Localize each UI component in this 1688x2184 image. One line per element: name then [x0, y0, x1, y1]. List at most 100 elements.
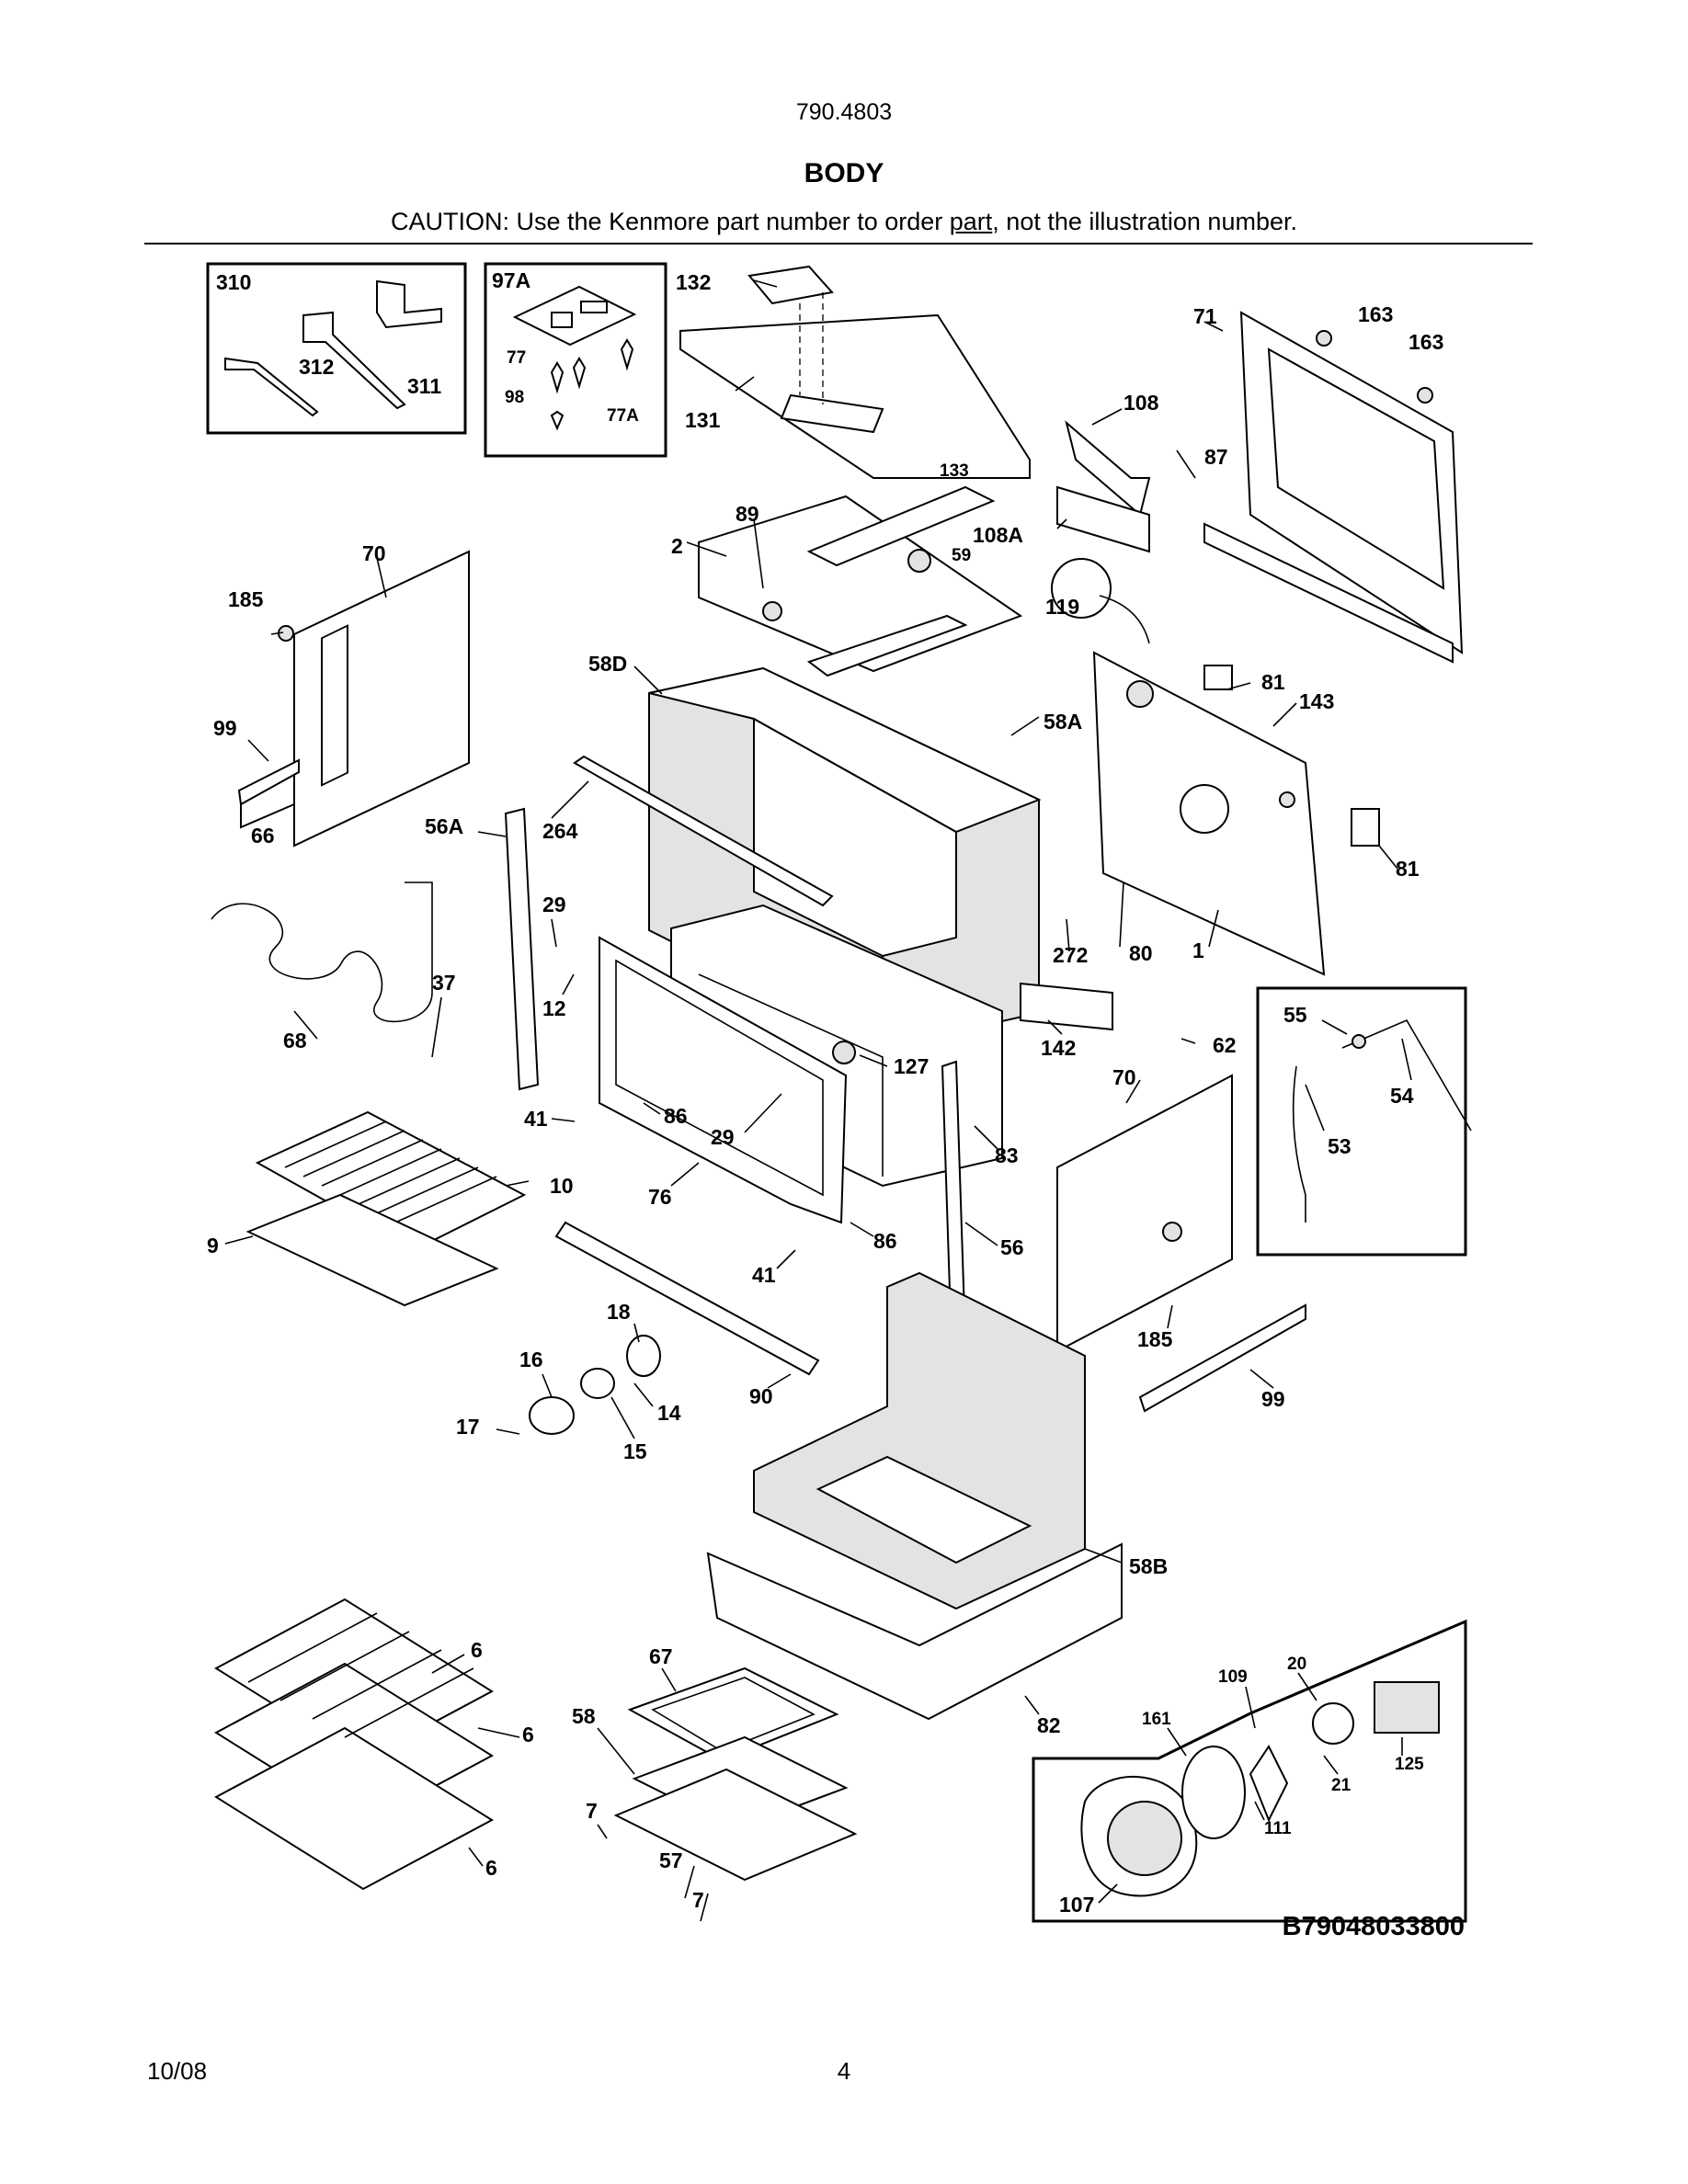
callout-77: 77: [507, 348, 526, 368]
callout-71: 71: [1193, 304, 1217, 328]
part-90-front-trim: [554, 1221, 820, 1376]
callout-99-right: 99: [1261, 1387, 1285, 1411]
callout-68: 68: [283, 1029, 307, 1052]
callout-56: 56: [1000, 1235, 1024, 1259]
leader-lines: [224, 279, 1412, 1922]
callout-6-middle: 6: [522, 1723, 534, 1746]
part-56A-left-rail: [504, 807, 540, 1091]
callout-142: 142: [1041, 1036, 1076, 1060]
part-67-hidden-bake-element: [627, 1666, 839, 1762]
callout-18: 18: [607, 1300, 631, 1324]
callout-312: 312: [299, 355, 334, 379]
callout-86-bottom: 86: [873, 1229, 897, 1253]
callout-108: 108: [1123, 391, 1159, 415]
callout-66: 66: [251, 824, 275, 847]
callout-81-bottom: 81: [1396, 857, 1420, 881]
callout-2: 2: [671, 534, 683, 558]
callout-264: 264: [542, 819, 578, 843]
callout-132: 132: [676, 270, 711, 294]
callout-89: 89: [736, 502, 759, 526]
callout-108A: 108A: [973, 523, 1023, 547]
part-264-door-trim: [573, 755, 834, 907]
part-142-trim-strip: [1020, 982, 1113, 1031]
part-6-oven-racks: [214, 1598, 494, 1891]
callout-70-left: 70: [362, 541, 386, 565]
callout-76: 76: [648, 1185, 672, 1209]
callout-131: 131: [685, 408, 721, 432]
callout-125: 125: [1395, 1755, 1424, 1774]
part-1-rear-frame: [1092, 651, 1380, 976]
callout-99-left: 99: [213, 716, 237, 740]
callout-10: 10: [550, 1174, 574, 1198]
callout-311: 311: [407, 374, 441, 398]
callout-6-bottom: 6: [485, 1856, 497, 1880]
callout-67: 67: [649, 1644, 673, 1668]
callout-107: 107: [1059, 1893, 1094, 1917]
part-light-assembly: [529, 1335, 661, 1435]
callout-41-bottom: 41: [752, 1263, 776, 1287]
callout-58B: 58B: [1129, 1554, 1168, 1578]
callout-59: 59: [952, 546, 971, 565]
callout-133: 133: [940, 461, 969, 481]
diagram-code: B79048033800: [1282, 1912, 1465, 1941]
callout-87: 87: [1204, 445, 1228, 469]
callout-17: 17: [456, 1415, 480, 1439]
callout-62: 62: [1213, 1033, 1237, 1057]
callout-12: 12: [542, 996, 566, 1020]
callout-185-left: 185: [228, 587, 264, 611]
part-82-bottom-tray: [706, 1542, 1123, 1721]
part-97A-control-board: [512, 285, 637, 431]
section-title: BODY: [804, 158, 884, 188]
caution-prefix: CAUTION: Use the Kenmore part number to …: [391, 208, 950, 235]
callout-272: 272: [1053, 943, 1088, 967]
part-70-right-side-panel: [1056, 1074, 1233, 1353]
callout-7-bottom: 7: [692, 1888, 704, 1912]
inset-box-sensor: [1256, 986, 1467, 1257]
callout-86-top: 86: [664, 1104, 688, 1128]
callout-82: 82: [1037, 1713, 1061, 1737]
callout-56A: 56A: [425, 814, 463, 838]
callout-7-top: 7: [586, 1799, 598, 1823]
part-sensor-assembly: [1292, 1018, 1472, 1223]
callout-119: 119: [1045, 595, 1079, 619]
part-9-broil-pan: [245, 1193, 499, 1307]
callout-53: 53: [1328, 1134, 1352, 1158]
callout-57: 57: [659, 1848, 683, 1872]
part-2-upper-panel: [698, 485, 1150, 677]
callout-163-right: 163: [1409, 330, 1443, 354]
part-58B-bottom-insulation: [753, 1271, 1086, 1610]
callout-29-top: 29: [542, 893, 566, 916]
callout-16: 16: [519, 1348, 543, 1371]
part-108-hinge-assembly: [1056, 420, 1151, 553]
header-divider: [144, 243, 1533, 245]
part-70-left-side-panel: [240, 550, 470, 847]
callout-111: 111: [1264, 1819, 1292, 1838]
callout-310: 310: [216, 270, 251, 294]
inset-circle-119: [1051, 558, 1112, 619]
callout-20: 20: [1287, 1655, 1306, 1674]
callout-29-bottom: 29: [711, 1125, 735, 1149]
callout-143: 143: [1299, 689, 1334, 713]
part-71-back-panel: [1203, 311, 1464, 664]
callout-6-top: 6: [471, 1638, 483, 1662]
model-number: 790.4803: [795, 99, 893, 125]
callout-58: 58: [572, 1704, 596, 1728]
callout-185-right: 185: [1137, 1327, 1173, 1351]
callout-80: 80: [1129, 941, 1153, 965]
callout-54: 54: [1390, 1084, 1414, 1108]
part-131-top-cover: [679, 265, 1031, 479]
callout-41-top: 41: [524, 1107, 548, 1131]
callout-9: 9: [207, 1234, 219, 1257]
part-66-bake-element: [211, 882, 433, 1023]
caution-suffix: , not the illustration number.: [992, 208, 1297, 235]
callout-70-right: 70: [1112, 1065, 1136, 1089]
callout-98: 98: [505, 388, 524, 407]
footer-date: 10/08: [147, 2057, 208, 2085]
callout-15: 15: [623, 1439, 647, 1463]
part-convection-fan-assembly: [1080, 1681, 1440, 1897]
callout-labels: 310 312 311 97A 77 98 77A 132 131 133 16…: [207, 268, 1443, 1917]
callout-77A: 77A: [607, 406, 639, 426]
callout-14: 14: [657, 1401, 681, 1425]
callout-83: 83: [995, 1143, 1019, 1167]
